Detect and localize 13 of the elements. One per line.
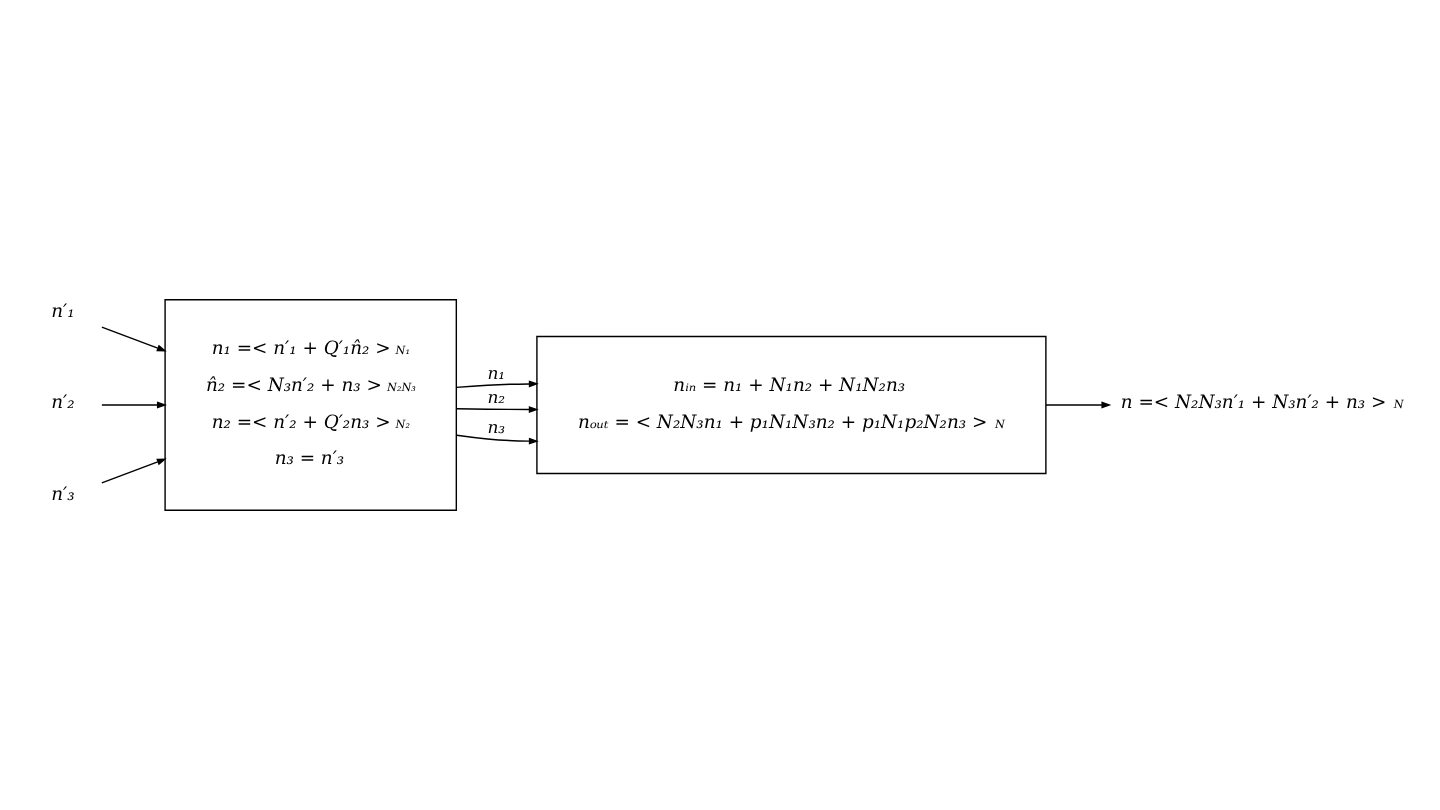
node-text: n′₂ [51,392,75,415]
arrow [101,458,167,484]
edge-label: n₁ [487,362,506,383]
arrow [101,326,167,352]
arrow [455,380,539,389]
arrow [101,401,167,409]
arrow [456,434,539,445]
node-text: n′₁ [51,300,75,323]
edge-label: n₂ [487,387,506,408]
edge-label: n₃ [487,416,506,437]
node-text: n′₃ [51,484,75,507]
arrow [1045,401,1112,409]
arrow [455,406,539,413]
